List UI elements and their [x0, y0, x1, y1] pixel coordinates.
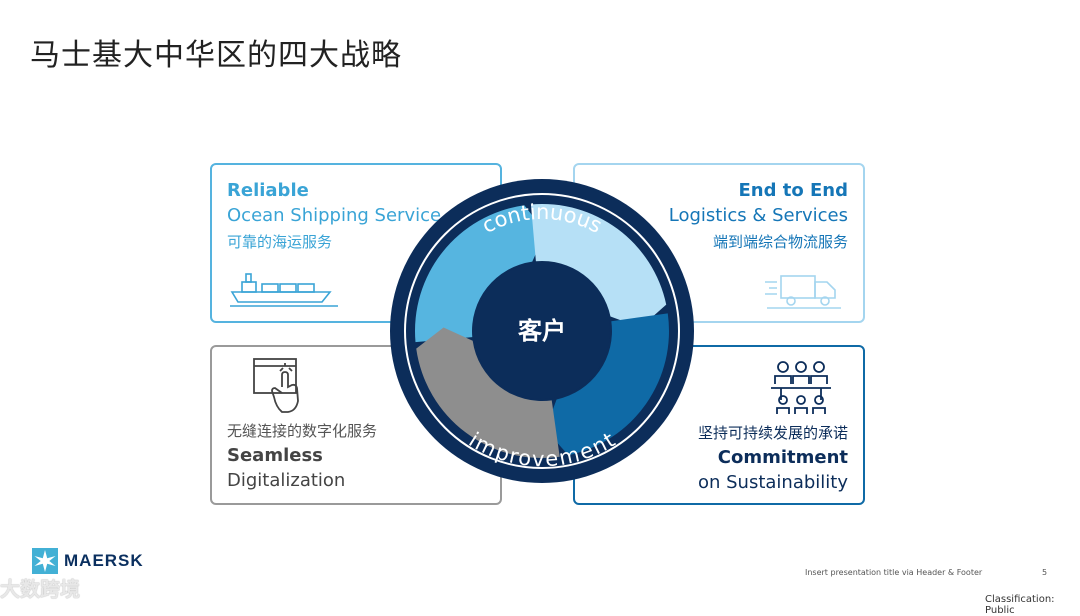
- seamless-heading: Seamless: [227, 445, 323, 466]
- segment-reliable: [415, 205, 546, 343]
- end-to-end-subheading: Logistics & Services: [668, 205, 848, 226]
- page-title: 马士基大中华区的四大战略: [30, 38, 402, 73]
- maersk-star-icon: [32, 548, 58, 574]
- brand-name: MAERSK: [64, 551, 144, 570]
- ship-icon: [230, 273, 338, 307]
- segment-commitment: [545, 313, 669, 456]
- people-meeting-icon: [771, 361, 831, 414]
- end-to-end-heading: End to End: [738, 180, 849, 201]
- classification-label: Classification: Public: [985, 594, 1055, 616]
- reliable-subheading: Ocean Shipping Service: [227, 205, 442, 226]
- footer-note: Insert presentation title via Header & F…: [805, 568, 983, 577]
- commitment-heading: Commitment: [717, 447, 848, 468]
- center-circle: [474, 263, 610, 399]
- reliable-chinese: 可靠的海运服务: [227, 233, 333, 251]
- segment-seamless: [416, 327, 560, 458]
- seamless-chinese: 无缝连接的数字化服务: [227, 422, 378, 440]
- ring-divider: [404, 193, 680, 469]
- center-label: 客户: [518, 317, 566, 345]
- seamless-subheading: Digitalization: [227, 470, 346, 491]
- truck-icon: [765, 275, 841, 309]
- commitment-chinese: 坚持可持续发展的承诺: [697, 424, 848, 442]
- maersk-logo: MAERSK: [32, 548, 144, 574]
- cycle-segments: [415, 204, 669, 458]
- digital-touch-icon: [253, 358, 299, 413]
- reliable-heading: Reliable: [227, 180, 309, 201]
- end-to-end-chinese: 端到端综合物流服务: [712, 233, 848, 251]
- watermark: 大数跨境: [0, 577, 80, 601]
- page-number: 5: [1042, 568, 1048, 577]
- continuous-improvement-cycle: 客户 continuous improvement: [390, 179, 694, 483]
- commitment-subheading: on Sustainability: [697, 472, 848, 493]
- segment-end-to-end: [530, 204, 667, 328]
